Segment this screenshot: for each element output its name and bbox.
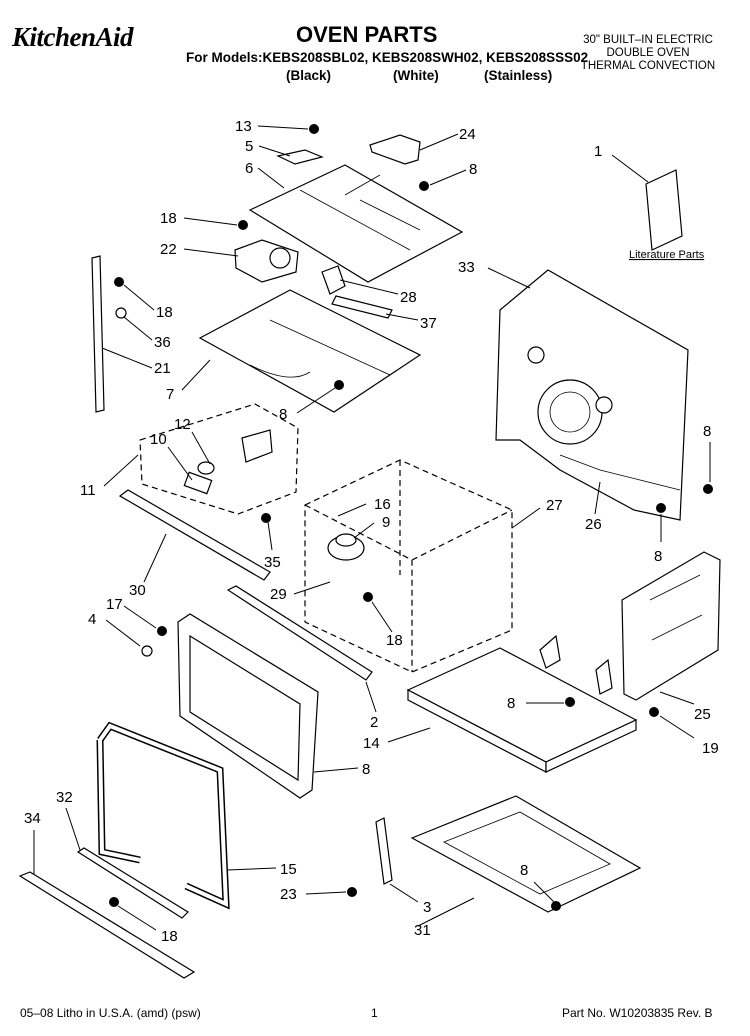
- part-7-tray: [198, 289, 422, 413]
- callout-12: 12: [174, 416, 191, 433]
- part-24-sensor-bracket: [369, 134, 421, 165]
- part-5-plate: [276, 149, 324, 165]
- callout-1: 1: [594, 143, 602, 160]
- callout-6: 6: [245, 160, 253, 177]
- callout-8: 8: [469, 161, 477, 178]
- part-10-lens: [183, 471, 213, 495]
- part-6-top-panel: [248, 164, 464, 283]
- product-line-2: DOUBLE OVEN: [606, 47, 690, 59]
- variant-white: (White): [393, 68, 439, 83]
- part-12-socket: [241, 429, 273, 463]
- callout-26: 26: [585, 516, 602, 533]
- callout-21: 21: [154, 360, 171, 377]
- callout-8: 8: [654, 548, 662, 565]
- footer-part-number: Part No. W10203835 Rev. B: [562, 1006, 713, 1020]
- page-title: OVEN PARTS: [296, 22, 438, 47]
- part-32-strip: [76, 847, 189, 919]
- part-37-bar: [331, 295, 393, 319]
- callout-8: 8: [279, 406, 287, 423]
- part-1-literature: [645, 169, 683, 251]
- callout-18: 18: [161, 928, 178, 945]
- callout-2: 2: [370, 714, 378, 731]
- part-26-duct: [559, 454, 681, 491]
- part-28-clip: [321, 265, 346, 295]
- part-30-rail: [118, 489, 271, 581]
- part-3-bracket: [375, 817, 393, 885]
- convection-fan-opening: [537, 379, 603, 445]
- part-11-light-assembly-outline: [139, 403, 299, 515]
- callout-22: 22: [160, 241, 177, 258]
- callout-3: 3: [423, 899, 431, 916]
- part-25-side-panel: [621, 551, 721, 701]
- part-27-oven-cavity: [304, 459, 513, 673]
- callout-27: 27: [546, 497, 563, 514]
- callout-8: 8: [703, 423, 711, 440]
- callout-32: 32: [56, 789, 73, 806]
- callout-4: 4: [88, 611, 96, 628]
- callout-24: 24: [459, 126, 476, 143]
- callout-18: 18: [160, 210, 177, 227]
- callout-23: 23: [280, 886, 297, 903]
- leader-lines: [33, 125, 711, 931]
- part-21-side-strip: [91, 255, 105, 413]
- callout-18: 18: [156, 304, 173, 321]
- callout-14: 8: [362, 761, 370, 778]
- callout-8: 8: [507, 695, 515, 712]
- product-line-1: 30" BUILT–IN ELECTRIC: [583, 34, 713, 46]
- product-description: 30" BUILT–IN ELECTRIC DOUBLE OVEN THERMA…: [565, 34, 731, 73]
- models-line: For Models:KEBS208SBL02, KEBS208SWH02, K…: [186, 50, 589, 65]
- callout-15: 15: [280, 861, 297, 878]
- variant-black: (Black): [286, 68, 332, 83]
- callout-28: 28: [400, 289, 417, 306]
- part-34-bottom-strip: [18, 871, 196, 979]
- callout-11: 11: [80, 482, 96, 499]
- footer-print-info: 05–08 Litho in U.S.A. (amd) (psw): [20, 1006, 201, 1020]
- footer-page-number: 1: [371, 1006, 378, 1020]
- callout-16: 16: [374, 496, 391, 513]
- callout-9: 9: [382, 514, 390, 531]
- callout-19: 14: [363, 735, 380, 752]
- callout-29: 29: [270, 586, 287, 603]
- variant-stainless: (Stainless): [484, 68, 553, 83]
- literature-parts-label: Literature Parts: [629, 249, 705, 261]
- screw-icons: [109, 124, 713, 911]
- callout-5: 5: [245, 138, 253, 155]
- callout-34: 34: [24, 810, 41, 827]
- part-2-trim: [226, 585, 373, 681]
- callout-17: 17: [106, 596, 123, 613]
- callout-8: 8: [520, 862, 528, 879]
- product-line-3: THERMAL CONVECTION: [580, 60, 716, 72]
- callout-13: 13: [235, 118, 252, 135]
- callout-37: 37: [420, 315, 437, 332]
- callout-labels: 13 5 6 24 8 1 18 22 28 37 33 18 36 21 7 …: [24, 118, 719, 945]
- callout-36: 36: [154, 334, 171, 351]
- callout-7: 7: [166, 386, 174, 403]
- part-31-bottom-pan: [410, 795, 642, 913]
- callout-25: 25: [694, 706, 711, 723]
- callout-18: 18: [386, 632, 403, 649]
- callout-8: 19: [702, 740, 719, 757]
- callout-31: 31: [414, 922, 431, 939]
- brand-logo: KitchenAid: [12, 22, 134, 52]
- callout-33: 33: [458, 259, 475, 276]
- callout-35: 35: [264, 554, 281, 571]
- callout-30: 30: [129, 582, 146, 599]
- part-10-bulb: [197, 461, 215, 475]
- callout-10: 10: [150, 431, 167, 448]
